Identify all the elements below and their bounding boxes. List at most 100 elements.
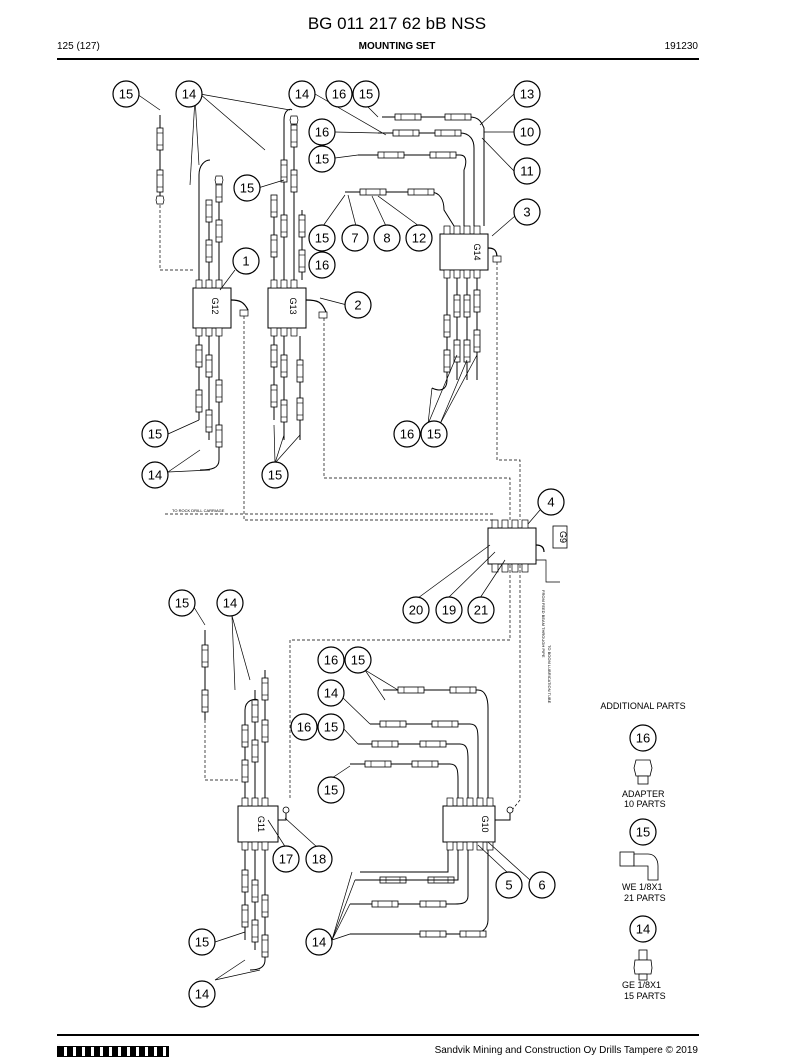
section-title: MOUNTING SET	[358, 41, 436, 52]
svg-text:14: 14	[223, 596, 237, 611]
callout: 16	[290, 713, 318, 741]
callout: 10	[513, 118, 541, 146]
supply-lines	[159, 205, 521, 811]
hoses-lower-right	[350, 686, 489, 938]
callout: 14	[288, 80, 316, 108]
group-label-g9: G9	[558, 531, 568, 543]
svg-text:15: 15	[148, 427, 162, 442]
svg-text:15: 15	[240, 181, 254, 196]
svg-text:16: 16	[332, 87, 346, 102]
callout: 15	[168, 589, 196, 617]
svg-text:15: 15	[195, 935, 209, 950]
callout: 14	[188, 980, 216, 1008]
company-logo	[57, 1046, 169, 1057]
group-label-g13: G13	[288, 297, 298, 314]
svg-text:11: 11	[520, 164, 534, 179]
callout: 15	[308, 224, 336, 252]
callout: 14	[216, 589, 244, 617]
svg-text:14: 14	[182, 87, 196, 102]
additional-item-qty: 21 PARTS	[624, 893, 666, 903]
svg-text:15: 15	[636, 825, 650, 840]
callout: 16	[308, 251, 336, 279]
svg-text:15: 15	[324, 783, 338, 798]
group-label-g10: G10	[480, 815, 490, 832]
svg-text:18: 18	[312, 852, 326, 867]
svg-text:14: 14	[636, 922, 650, 937]
header-rule	[57, 58, 699, 60]
additional-item-name: GE 1/8X1	[622, 980, 661, 990]
callout: 16	[325, 80, 353, 108]
callout: 2	[344, 291, 372, 319]
additional-parts: ADDITIONAL PARTS 16 ADAPTER 10 PARTS 15 …	[600, 701, 685, 1001]
note-to-boom: TO BOOM LUBRICATION TUBE	[547, 645, 552, 704]
callout: 21	[467, 596, 495, 624]
distributor-g12: G12	[192, 279, 249, 337]
callout: 15	[317, 713, 345, 741]
callout: 15	[112, 80, 140, 108]
callout: 6	[528, 871, 556, 899]
svg-text:15: 15	[315, 231, 329, 246]
callout: 4	[537, 488, 565, 516]
callout: 15	[420, 420, 448, 448]
callout: 5	[495, 871, 523, 899]
svg-text:16: 16	[315, 125, 329, 140]
svg-text:14: 14	[195, 987, 209, 1002]
adapter-icon	[633, 759, 653, 785]
callout: 16	[317, 646, 345, 674]
additional-parts-title: ADDITIONAL PARTS	[600, 701, 685, 711]
callout: 15	[141, 420, 169, 448]
additional-item-qty: 15 PARTS	[624, 991, 666, 1001]
distributor-g13: G13	[267, 279, 328, 337]
hoses-upper-left	[155, 108, 306, 471]
svg-text:21: 21	[474, 603, 488, 618]
callout: 16	[308, 118, 336, 146]
elbow-fitting-icon	[619, 851, 659, 881]
straight-fitting-icon	[633, 949, 653, 981]
svg-text:19: 19	[442, 603, 456, 618]
callout: 14	[317, 679, 345, 707]
page-number: 125 (127)	[57, 41, 100, 52]
additional-item-qty: 10 PARTS	[624, 799, 666, 809]
callout: 15	[352, 80, 380, 108]
callout: 15	[261, 461, 289, 489]
additional-item-name: WE 1/8X1	[622, 882, 663, 892]
svg-text:15: 15	[359, 87, 373, 102]
group-label-g14: G14	[472, 243, 482, 260]
svg-text:15: 15	[315, 152, 329, 167]
additional-item-16: 16	[629, 724, 657, 752]
hoses-lower-left	[201, 630, 269, 971]
group-label-g12: G12	[210, 297, 220, 314]
callout: 14	[141, 461, 169, 489]
document-title: BG 011 217 62 bB NSS	[307, 14, 487, 33]
svg-text:3: 3	[523, 205, 530, 220]
svg-text:20: 20	[409, 603, 423, 618]
callout: 19	[435, 596, 463, 624]
svg-text:15: 15	[351, 653, 365, 668]
svg-text:14: 14	[295, 87, 309, 102]
svg-text:16: 16	[315, 258, 329, 273]
callout: 15	[188, 928, 216, 956]
svg-text:16: 16	[297, 720, 311, 735]
callout: 15	[317, 776, 345, 804]
document-code: 191230	[664, 41, 698, 52]
distributor-g10: G10	[442, 797, 514, 851]
callout: 1	[232, 247, 260, 275]
callout: 7	[341, 224, 369, 252]
group-label-g11: G11	[256, 816, 266, 832]
svg-text:14: 14	[324, 686, 338, 701]
svg-text:15: 15	[175, 596, 189, 611]
note-to-rock-drill: TO ROCK DRILL CARRIAGE	[172, 508, 225, 513]
svg-text:15: 15	[427, 427, 441, 442]
distributor-g14: G14	[439, 225, 502, 279]
additional-item-14: 14	[629, 915, 657, 943]
callout: 17	[272, 845, 300, 873]
svg-text:15: 15	[324, 720, 338, 735]
svg-text:15: 15	[268, 468, 282, 483]
callout: 14	[305, 928, 333, 956]
callout: 18	[305, 845, 333, 873]
svg-text:2: 2	[354, 298, 361, 313]
svg-text:17: 17	[279, 852, 293, 867]
note-from-feed-beam: FROM FEED BEAM THROUGH PIPE	[541, 590, 546, 658]
svg-text:8: 8	[383, 231, 390, 246]
